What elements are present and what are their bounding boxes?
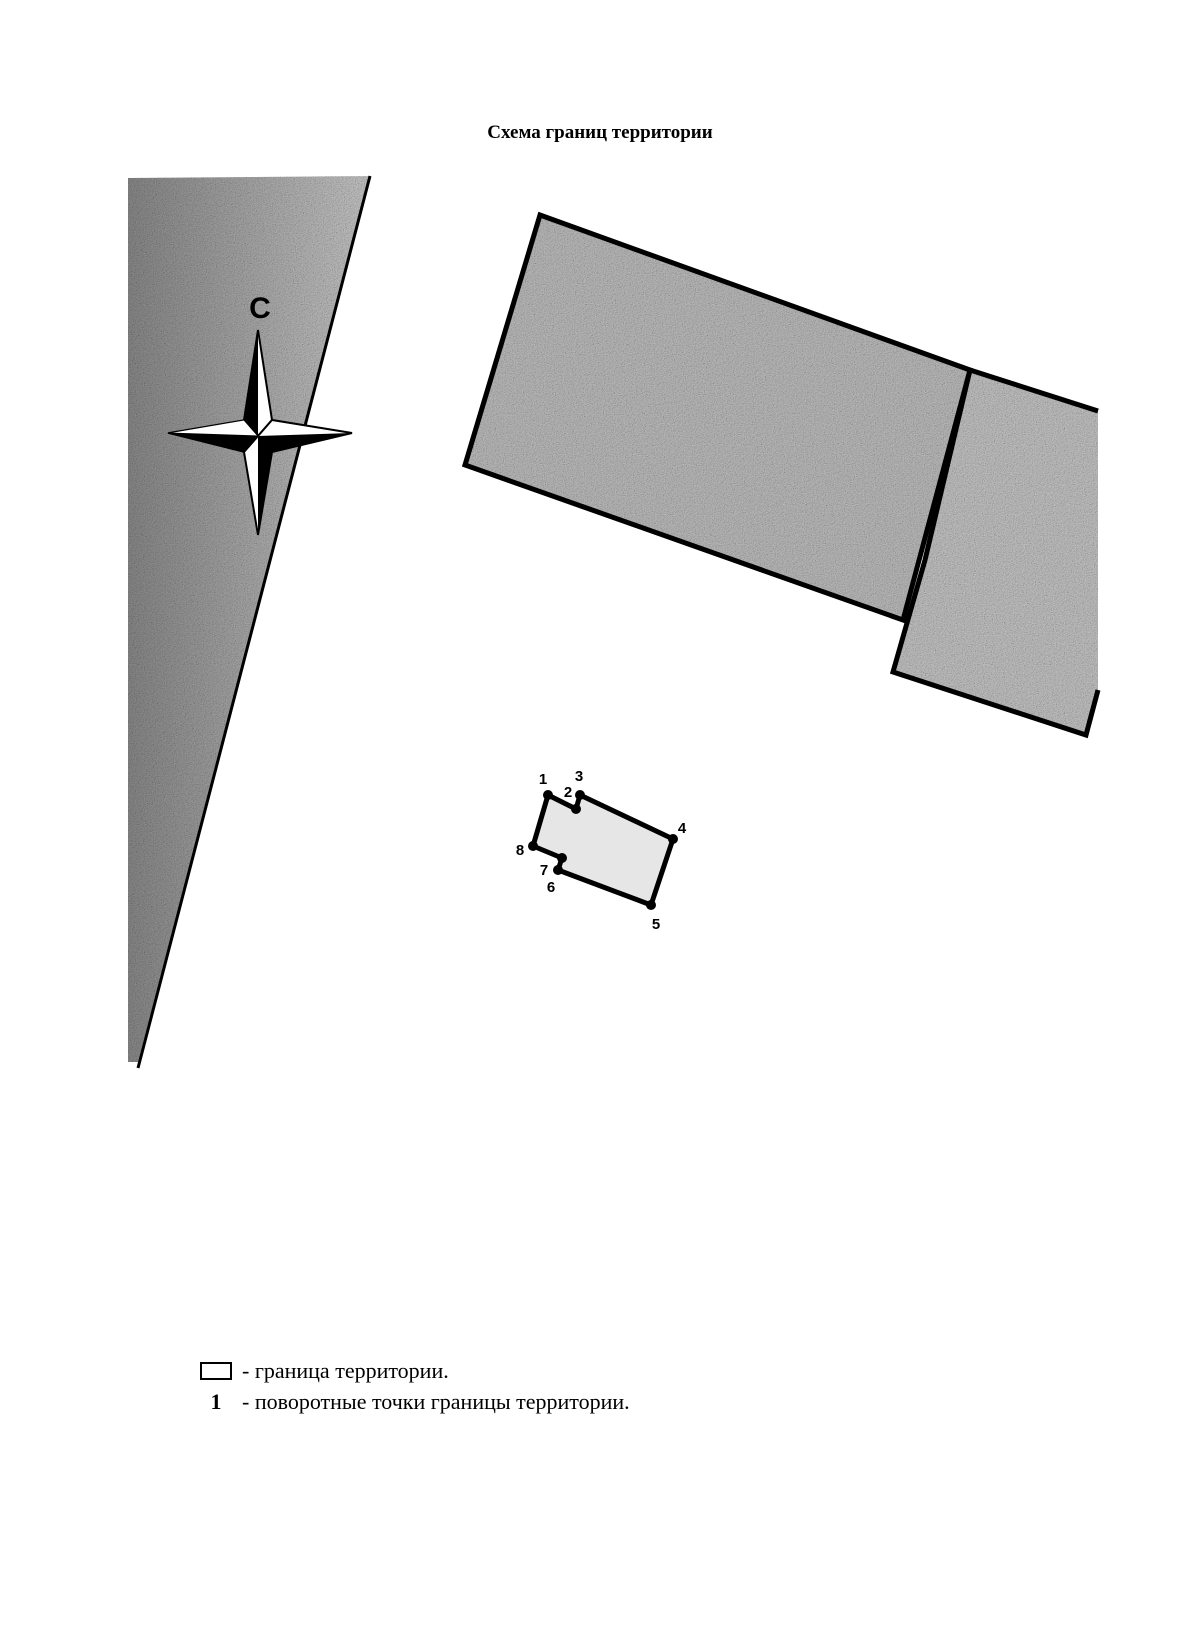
turning-point-4 [668, 834, 678, 844]
turning-point-label-7: 7 [540, 862, 548, 879]
left-territory-wedge [128, 175, 372, 1069]
north-label: С [249, 292, 271, 325]
legend-points: 1 - поворотные точки границы территории. [200, 1389, 630, 1415]
legend-point-sample: 1 [210, 1389, 222, 1414]
rectangle-outline-icon [200, 1362, 232, 1380]
turning-point-7 [557, 853, 567, 863]
turning-point-label-8: 8 [516, 842, 524, 859]
neighbor-parcel-a [461, 211, 974, 624]
turning-point-2 [571, 804, 581, 814]
turning-point-label-5: 5 [652, 916, 660, 933]
legend-boundary: - граница территории. [200, 1358, 449, 1384]
territory-turning-points: 123 4 5 678 [516, 768, 687, 933]
legend-points-text: - поворотные точки границы территории. [242, 1389, 630, 1414]
turning-point-3 [575, 790, 585, 800]
legend-boundary-text: - граница территории. [242, 1358, 449, 1383]
compass-star-icon [167, 329, 353, 536]
turning-point-label-2: 2 [564, 784, 572, 801]
turning-point-6 [553, 865, 563, 875]
turning-point-label-3: 3 [575, 768, 583, 785]
turning-point-label-4: 4 [678, 820, 687, 837]
turning-point-label-6: 6 [547, 879, 555, 896]
map-title: Схема границ территории [487, 122, 713, 143]
turning-point-8 [528, 841, 538, 851]
turning-point-label-1: 1 [539, 771, 547, 788]
neighbor-parcel-b [889, 367, 1101, 739]
turning-point-1 [543, 790, 553, 800]
turning-point-5 [646, 900, 656, 910]
